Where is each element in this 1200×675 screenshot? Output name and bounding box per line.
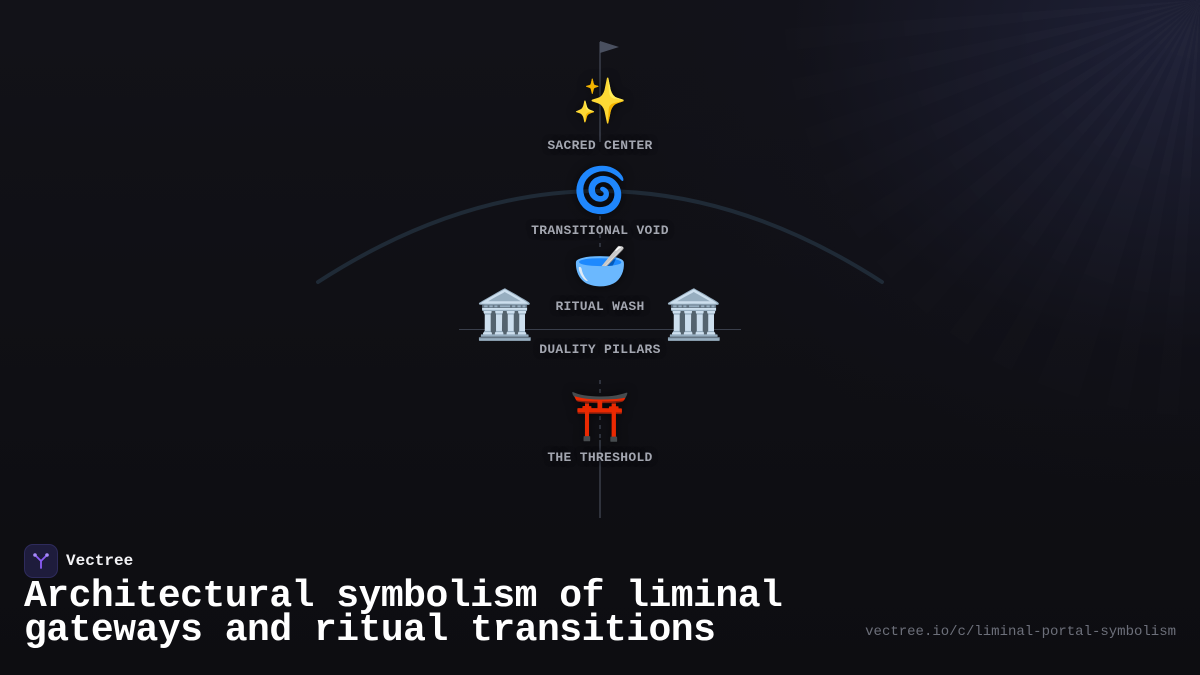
classical-building-icon-left: 🏛️ [475, 287, 535, 343]
node-transitional-void: 🌀 TRANSITIONAL VOID [490, 165, 710, 239]
node-label-threshold: THE THRESHOLD [547, 450, 653, 465]
torii-gate-icon: ⛩️ [570, 389, 630, 445]
vectree-tree-logo-icon [24, 544, 58, 578]
node-label-duality-pillars: DUALITY PILLARS [539, 342, 661, 357]
background-rays [640, 0, 1200, 560]
brand-name: Vectree [66, 552, 134, 570]
node-sacred-center: ✨ SACRED CENTER [490, 76, 710, 154]
brand: Vectree [24, 544, 133, 578]
node-label-sacred-center: SACRED CENTER [547, 138, 653, 153]
node-label-ritual-wash: RITUAL WASH [555, 299, 645, 314]
cyclone-icon: 🌀 [572, 165, 628, 216]
node-ritual-wash: 🥣 RITUAL WASH [490, 241, 710, 315]
bowl-with-spoon-icon: 🥣 [572, 241, 628, 292]
node-duality-pillars: DUALITY PILLARS [490, 342, 710, 357]
node-label-transitional-void: TRANSITIONAL VOID [531, 223, 669, 238]
classical-building-icon-right: 🏛️ [664, 287, 724, 343]
page-title: Architectural symbolism of liminal gatew… [24, 575, 783, 652]
flag-icon [600, 41, 619, 53]
overhead-arc [316, 189, 884, 284]
node-threshold: ⛩️ THE THRESHOLD [490, 393, 710, 465]
sparkles-icon: ✨ [572, 76, 628, 127]
source-url[interactable]: vectree.io/c/liminal-portal-symbolism [865, 624, 1176, 640]
